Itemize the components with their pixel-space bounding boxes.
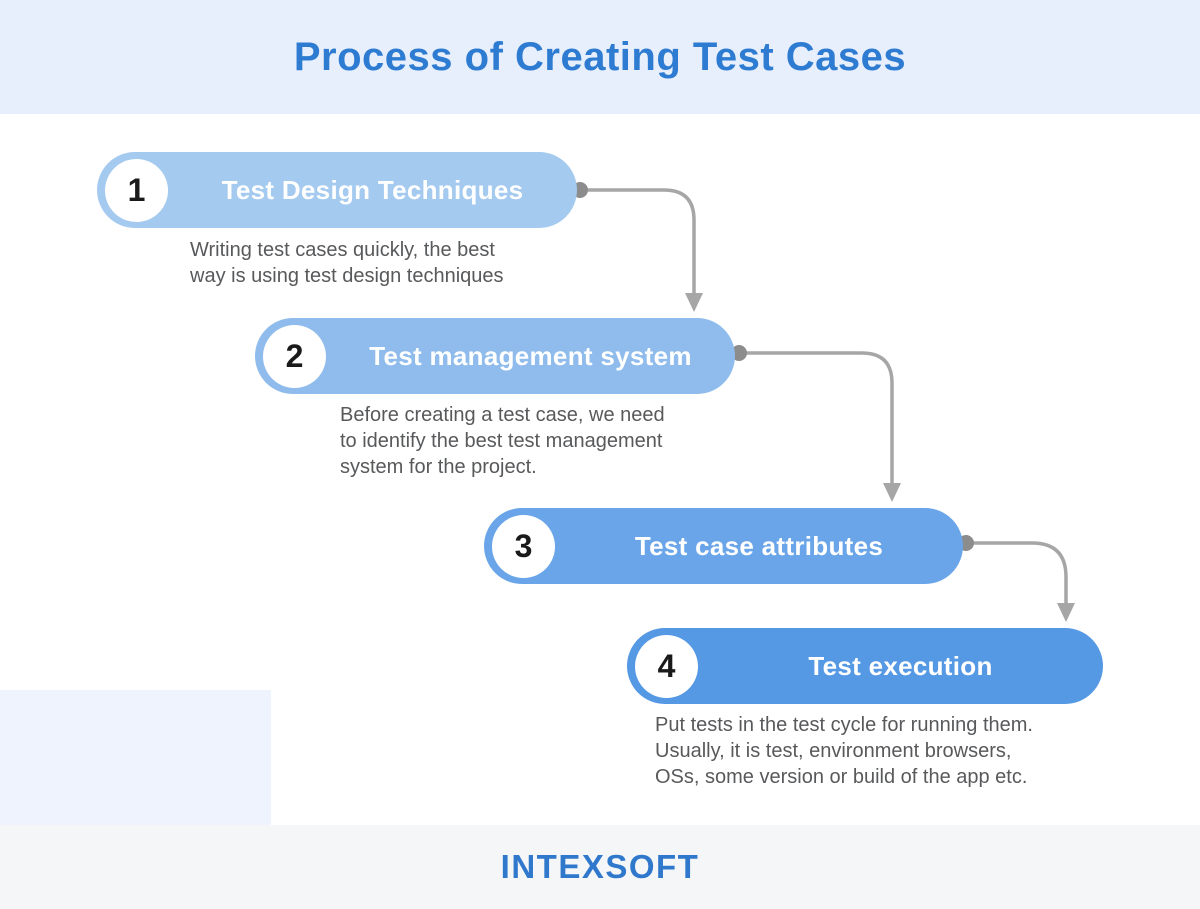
decorative-accent-rectangle	[0, 690, 271, 825]
connector-1-arrowhead-icon	[685, 293, 703, 312]
footer-band: INTEXSOFT	[0, 825, 1200, 909]
step-2-label: Test management system	[369, 340, 692, 371]
step-3-pill: 3 Test case attributes	[484, 508, 963, 584]
connector-3-arrowhead-icon	[1057, 603, 1075, 622]
step-1-label: Test Design Techniques	[221, 174, 524, 205]
step-1-number-badge: 1	[105, 158, 168, 222]
page-title: Process of Creating Test Cases	[293, 34, 907, 79]
step-2-description: Before creating a test case, we need to …	[340, 404, 665, 478]
connector-1	[572, 182, 703, 312]
connector-2	[731, 345, 901, 502]
connector-1-line	[578, 188, 696, 294]
step-4-number-badge: 4	[635, 634, 698, 698]
step-2-number-badge: 2	[263, 324, 326, 388]
step-3-label: Test case attributes	[634, 530, 884, 561]
step-1-description: Writing test cases quickly, the best way…	[190, 239, 504, 287]
step-1-pill: 1 Test Design Techniques	[97, 152, 577, 228]
step-4-description: Put tests in the test cycle for running …	[655, 714, 1033, 788]
step-3-number-badge: 3	[492, 514, 555, 578]
connector-2-line	[737, 351, 894, 484]
connector-3-line	[964, 541, 1068, 604]
connector-3	[958, 535, 1075, 622]
step-4-pill: 4 Test execution	[627, 628, 1103, 704]
step-4-label: Test execution	[808, 650, 993, 681]
step-2-pill: 2 Test management system	[255, 318, 735, 394]
intexsoft-logo: INTEXSOFT	[500, 848, 700, 885]
header-band: Process of Creating Test Cases	[0, 0, 1200, 114]
connector-2-arrowhead-icon	[883, 483, 901, 502]
